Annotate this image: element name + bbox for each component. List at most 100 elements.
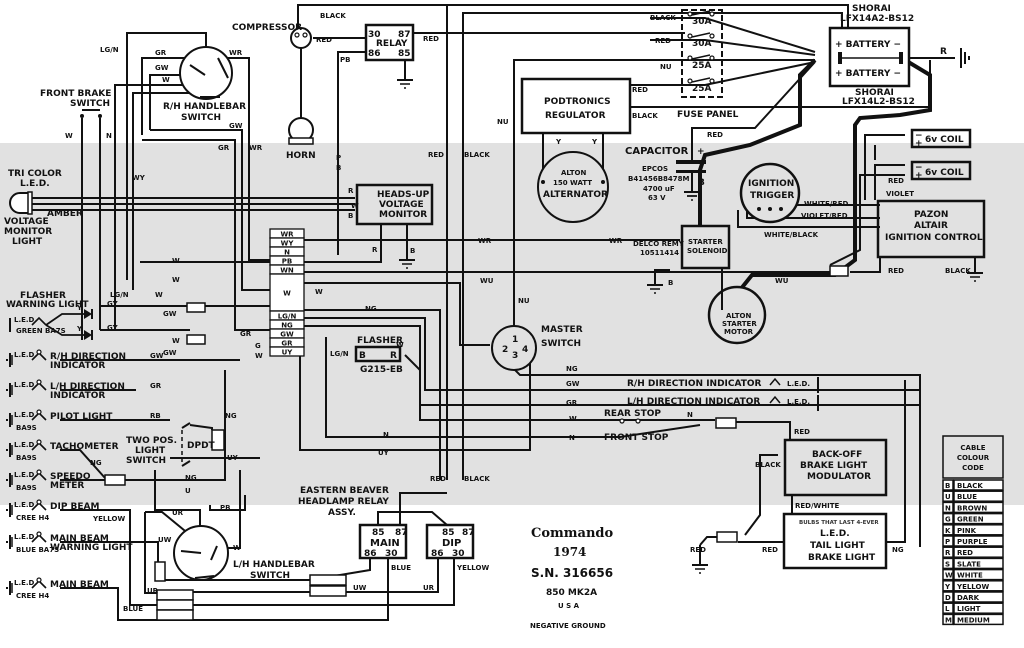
wire-uy (299, 335, 531, 451)
wire-label: LG/N (330, 350, 349, 358)
fuse-link (691, 54, 711, 60)
colour-code-row: D DARK (942, 591, 1004, 603)
wire-label: BLACK (945, 267, 971, 275)
fuse-link (691, 77, 711, 83)
connector-label-uy: UY (282, 349, 294, 357)
wire-label: YELLOW (456, 564, 489, 572)
colour-code-letter: R (945, 549, 951, 557)
headsup-label-3: MONITOR (379, 210, 427, 220)
capacitor-ground-label: B (698, 178, 705, 188)
speedometer-light-led-label: L.E.D. (14, 471, 37, 479)
flasher: B R FLASHER G215-EB (354, 336, 403, 375)
fuse-terminal (709, 11, 715, 17)
tri-led-label-2: L.E.D. (20, 179, 50, 189)
two-pos-light-switch: TWO POS. LIGHT SWITCH DPDT (126, 422, 225, 467)
colour-code-letter: N (945, 504, 951, 512)
wire-label: WR (478, 237, 492, 245)
capacitor-capacitance: 4700 uF (643, 185, 675, 193)
dip-pin-85: 85 (442, 528, 455, 538)
wire-label: Y (555, 138, 562, 146)
ignition-trigger-label-1: IGNITION (748, 179, 794, 189)
wire-label: NG (90, 459, 102, 467)
modulator-label-1: BACK-OFF (812, 450, 862, 460)
rh-switch-label-2: SWITCH (181, 113, 221, 123)
wire-label: RB (150, 412, 161, 420)
tachometer-light-label-1: TACHOMETER (50, 442, 119, 452)
wire-label: GR (566, 399, 578, 407)
wire-label: N (383, 431, 389, 439)
wire-u (154, 470, 201, 530)
battery-bottom-model-2: LFX14L2-BS12 (842, 97, 915, 107)
wire-label: RED (707, 131, 723, 139)
title-country: U S A (558, 602, 580, 610)
battery-bottom-label: + BATTERY − (835, 69, 901, 79)
ground-icon (684, 191, 700, 201)
colour-code-name: DARK (957, 594, 980, 602)
heads-up-monitor: HEADS-UP VOLTAGE MONITOR (355, 183, 434, 226)
capacitor-brand: EPCOS (642, 165, 668, 173)
colour-code-letter: K (945, 527, 951, 535)
wire-label: B (410, 247, 415, 255)
alternator-label-2: 150 WATT (553, 179, 592, 187)
pazon-ignition-control: PAZON ALTAIR IGNITION CONTROL (876, 199, 986, 259)
tri-led-label-1: TRI COLOR (8, 169, 62, 179)
wire-rh-wr (217, 57, 270, 261)
wire-n-front (325, 337, 701, 438)
voltage-light-label-1: VOLTAGE (4, 217, 49, 227)
battery-bottom-model-1: SHORAI (855, 88, 894, 98)
connector-label-wy: WY (281, 240, 295, 248)
wire-label: B (348, 212, 353, 220)
colour-code-letter: D (945, 594, 951, 602)
front-brake-label-1: FRONT BRAKE (40, 89, 111, 99)
wire-capacitor-red (691, 61, 816, 160)
wire-label: YELLOW (92, 515, 125, 523)
pilot-light-led-label: L.E.D. (14, 411, 37, 419)
tail-label-2: TAIL LIGHT (810, 541, 866, 551)
modulator-label-2: BRAKE LIGHT (800, 461, 868, 471)
wire-label: R (348, 187, 354, 195)
coil-top-minus: − (915, 131, 923, 141)
wire-gr-right (300, 325, 920, 406)
wire-label: BLACK (632, 112, 658, 120)
pazon-label-3: IGNITION CONTROL (885, 233, 983, 243)
wire-label: W (65, 132, 73, 140)
wire-label: G (255, 342, 261, 350)
wire-label: WU (480, 277, 494, 285)
master-pin-1: 1 (512, 335, 518, 345)
solenoid-label-2: SOLENOID (687, 247, 728, 255)
compressor-label: COMPRESSOR (232, 23, 302, 33)
wire-label: W (172, 276, 180, 284)
wire-tacho (60, 449, 106, 479)
two-pos-label-1: TWO POS. (126, 436, 177, 446)
tail-label-1: L.E.D. (820, 529, 850, 539)
main-beam-led-label: L.E.D. (14, 579, 37, 587)
coil-top: − + 6v COIL (910, 128, 972, 149)
lh-direction-indicator-label-2: INDICATOR (50, 391, 105, 401)
wire-main-beam (60, 587, 160, 621)
wire-main-warn (60, 541, 159, 565)
wire-ng (300, 309, 441, 480)
relay-label: RELAY (376, 39, 408, 49)
colour-code-letter: U (945, 493, 951, 501)
headlamp-relay-label-1: EASTERN BEAVER (300, 486, 389, 496)
master-pin-3: 3 (512, 351, 518, 361)
ground-symbols (397, 79, 983, 574)
wire-w-master (300, 282, 490, 346)
tail-label-3: BRAKE LIGHT (808, 553, 876, 563)
connector-cell (269, 346, 305, 357)
wire-label: GW (163, 349, 177, 357)
solenoid-label-1: STARTER (688, 238, 723, 246)
main-beam-warning-label-1: MAIN BEAM (50, 534, 109, 544)
connector-label-n: N (284, 249, 290, 257)
capacitor: CAPACITOR + EPCOS B41456B8478M 4700 uF 6… (625, 146, 706, 202)
main-pin-86: 86 (364, 549, 377, 559)
colour-code-name: RED (957, 549, 973, 557)
title-serial: S.N. 316656 (531, 566, 613, 580)
flasher-label: FLASHER (357, 336, 403, 346)
wire-main85 (377, 511, 448, 526)
wire-nu (513, 59, 815, 345)
